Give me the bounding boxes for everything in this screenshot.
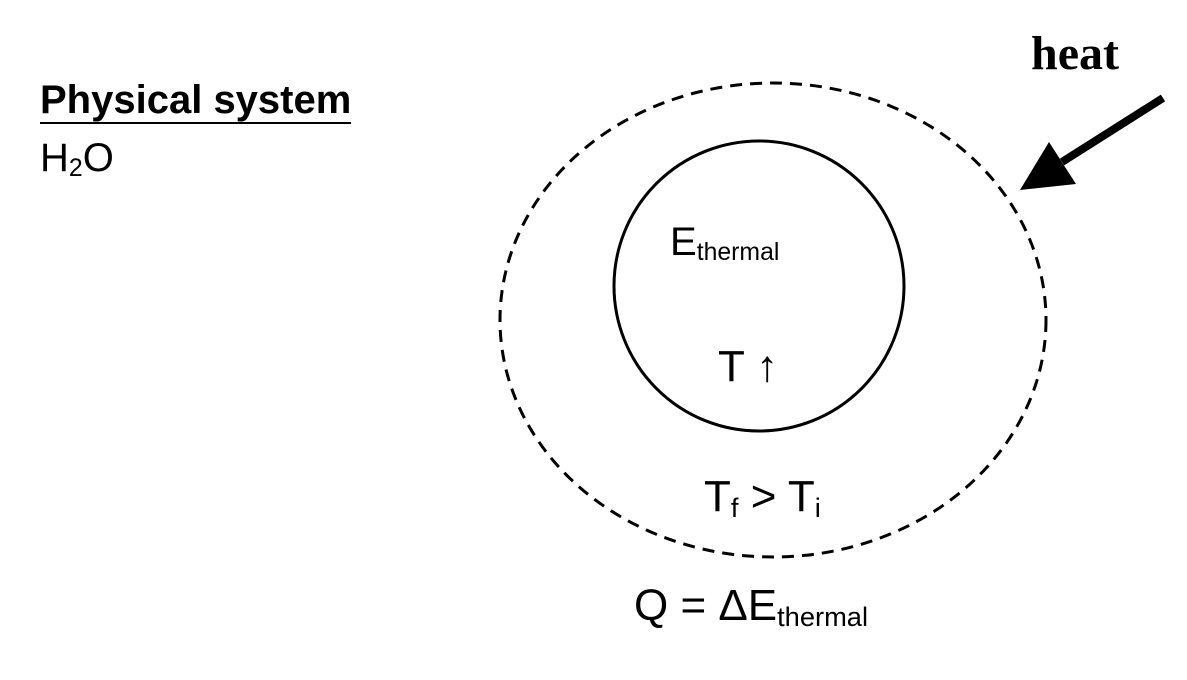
heat-arrow-shaft: [1059, 94, 1166, 166]
temperature-increase-label: T ↑: [718, 342, 779, 391]
energy-subscript: thermal: [696, 239, 780, 267]
substance-tail: O: [82, 136, 114, 180]
initial-temp-symbol: T: [787, 472, 815, 521]
substance-base: H: [40, 136, 69, 180]
heat-arrow-head: [1020, 142, 1076, 190]
thermal-energy-label: Ethermal: [670, 220, 779, 265]
temperature-relation: Tf > Ti: [704, 472, 821, 522]
final-temp-symbol: T: [704, 472, 731, 521]
substance-subscript: 2: [68, 155, 83, 183]
final-temp-subscript: f: [730, 492, 739, 523]
physical-system-heading: Physical system: [40, 78, 352, 124]
energy-equation: Q = ΔEthermal: [634, 581, 868, 631]
heat-label: heat: [1031, 27, 1119, 80]
thermal-energy-circle: [612, 139, 906, 433]
equation-subscript: thermal: [777, 601, 869, 632]
system-substance: H2O: [40, 136, 114, 181]
energy-symbol: E: [670, 220, 697, 264]
initial-temp-subscript: i: [814, 492, 821, 523]
relation-operator: >: [738, 472, 788, 521]
system-boundary-dashed: [498, 81, 1048, 559]
equation-main: Q = ΔE: [634, 581, 778, 630]
